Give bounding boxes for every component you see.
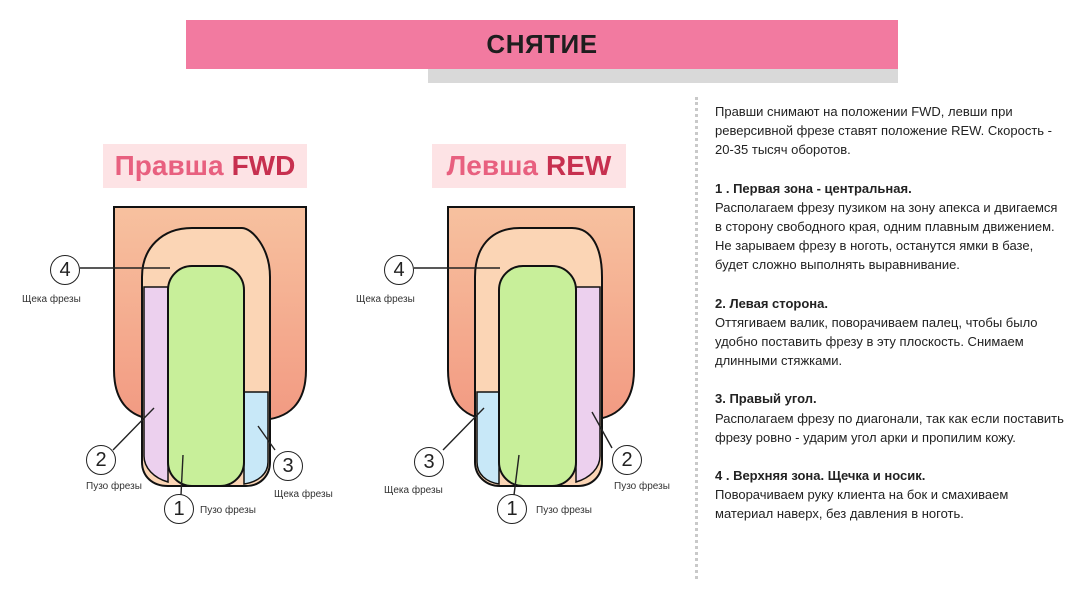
left-belly-label-1: Пузо фрезы bbox=[200, 505, 256, 516]
left-zone-4-number: 4 bbox=[50, 255, 80, 285]
section-2: 2. Левая сторона. Оттягиваем валик, пово… bbox=[715, 294, 1065, 371]
right-zone-4-number: 4 bbox=[384, 255, 414, 285]
title-banner: СНЯТИЕ bbox=[186, 20, 898, 69]
right-pointer-3 bbox=[442, 407, 485, 451]
section-4-body: Поворачиваем руку клиента на бок и смахи… bbox=[715, 487, 1009, 522]
right-belly-label-1: Пузо фрезы bbox=[536, 505, 592, 516]
page-title: СНЯТИЕ bbox=[486, 29, 598, 59]
right-hand-main: Левша bbox=[446, 150, 538, 181]
right-zone-3-corner bbox=[476, 391, 500, 485]
right-zone-2-number: 2 bbox=[612, 445, 642, 475]
left-zone-2-side bbox=[143, 286, 169, 483]
section-1: 1 . Первая зона - центральная. Располага… bbox=[715, 179, 1065, 275]
left-zone-3-number: 3 bbox=[273, 451, 303, 481]
right-zone-2-side bbox=[575, 286, 601, 483]
left-cheek-label-3: Щека фрезы bbox=[274, 489, 333, 500]
section-3-body: Располагаем фрезу по диагонали, так как … bbox=[715, 410, 1064, 445]
right-hand-label: Левша REW bbox=[432, 144, 626, 188]
title-shadow bbox=[428, 65, 898, 83]
left-hand-mode: FWD bbox=[231, 150, 296, 181]
right-pointer-1 bbox=[513, 454, 520, 496]
left-zone-3-corner bbox=[243, 391, 269, 485]
left-pointer-3 bbox=[257, 425, 276, 451]
section-3-title: 3. Правый угол. bbox=[715, 391, 817, 407]
left-pointer-1 bbox=[180, 454, 184, 496]
intro-paragraph: Правши снимают на положении FWD, левши п… bbox=[715, 104, 1052, 158]
right-hand-mode: REW bbox=[546, 150, 612, 181]
left-zone-2-number: 2 bbox=[86, 445, 116, 475]
right-cheek-label-3: Щека фрезы bbox=[384, 485, 443, 496]
section-1-title: 1 . Первая зона - центральная. bbox=[715, 180, 912, 196]
left-hand-main: Правша bbox=[114, 150, 224, 181]
left-nail-diagram bbox=[80, 206, 307, 496]
left-belly-label-2: Пузо фрезы bbox=[86, 481, 142, 492]
left-pointer-2 bbox=[112, 407, 155, 451]
section-2-title: 2. Левая сторона. bbox=[715, 295, 828, 311]
right-nail-diagram bbox=[414, 206, 635, 496]
section-4-title: 4 . Верхняя зона. Щечка и носик. bbox=[715, 468, 926, 484]
left-zone-1-number: 1 bbox=[164, 494, 194, 524]
right-zone-1-center bbox=[498, 265, 577, 487]
right-zone-1-number: 1 bbox=[497, 494, 527, 524]
section-1-body: Располагаем фрезу пузиком на зону апекса… bbox=[715, 199, 1058, 273]
section-4: 4 . Верхняя зона. Щечка и носик. Поворач… bbox=[715, 466, 1065, 524]
right-zone-3-number: 3 bbox=[414, 447, 444, 477]
left-cheek-label-4: Щека фрезы bbox=[22, 294, 81, 305]
section-3: 3. Правый угол. Располагаем фрезу по диа… bbox=[715, 389, 1065, 447]
left-zone-1-center bbox=[167, 265, 245, 487]
right-pointer-2 bbox=[591, 411, 613, 449]
column-divider bbox=[695, 97, 698, 579]
section-2-body: Оттягиваем валик, поворачиваем палец, чт… bbox=[715, 314, 1038, 369]
right-belly-label-2: Пузо фрезы bbox=[614, 481, 670, 492]
right-cheek-label-4: Щека фрезы bbox=[356, 294, 415, 305]
instructions-text: Правши снимают на положении FWD, левши п… bbox=[715, 102, 1065, 543]
